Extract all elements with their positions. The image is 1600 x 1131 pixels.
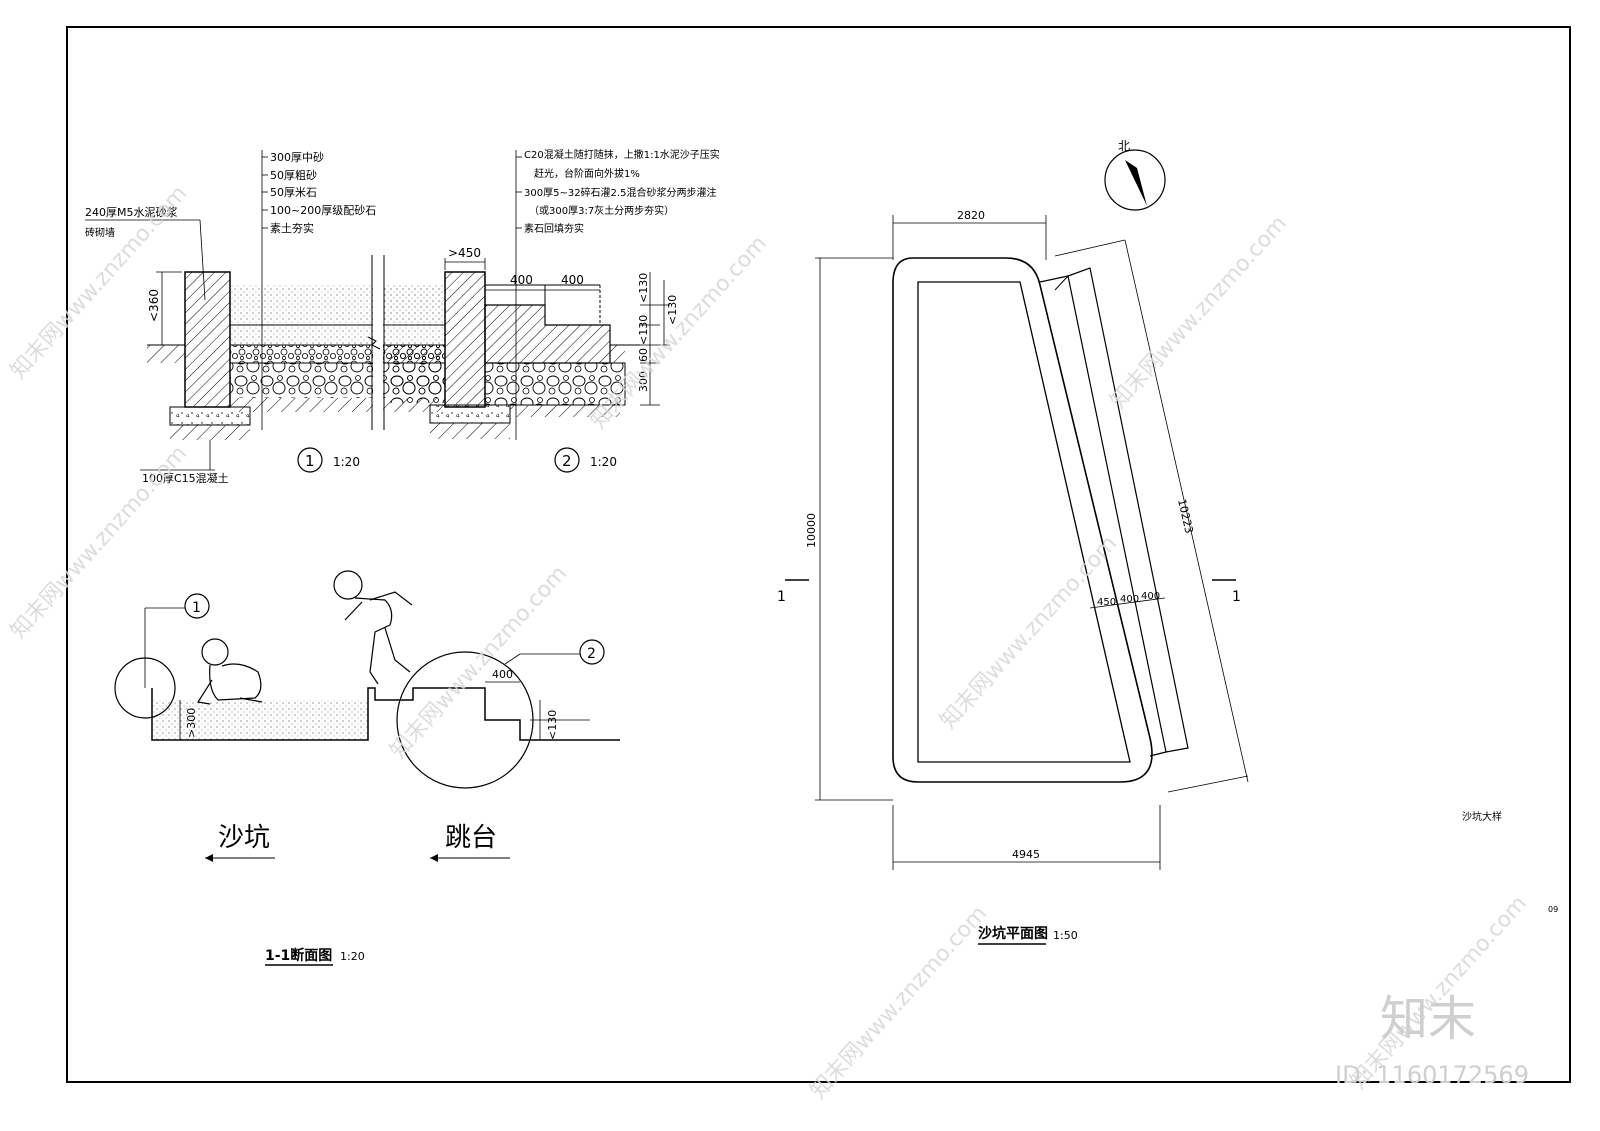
sheet-page-number: 09: [1548, 905, 1558, 914]
watermark-text-4: 知末网www.znzmo.com: [6, 441, 192, 644]
watermark-text-3: 知末网www.znzmo.com: [1106, 211, 1292, 414]
detail1-layer-1: 300厚中砂: [270, 151, 324, 164]
detail2-scale: 1:20: [590, 455, 617, 469]
plan-dim-left: 10000: [805, 513, 818, 548]
north-arrow-icon: [1125, 160, 1147, 206]
plan-dim-step-3: 400: [1141, 591, 1160, 602]
detail1-marker-number: 1: [305, 452, 315, 470]
plan-dim-top: 2820: [957, 209, 985, 222]
detail1-layer-3: 50厚米石: [270, 186, 317, 199]
plan-dim-step-2: 400: [1120, 594, 1139, 605]
brick-wall: [184, 271, 231, 408]
plan-step-strip-2: [1067, 267, 1189, 753]
child-jumping-figure: [333, 570, 413, 685]
plan-step-strip-1: [1039, 275, 1167, 757]
detail1-wall-label-1: 240厚M5水泥砂浆: [85, 205, 178, 219]
brick-wall-right: [444, 271, 486, 408]
step-gravel: [484, 362, 626, 406]
detail2-marker: [554, 447, 580, 473]
detail1-wall-label-2: 砖砌墙: [85, 226, 115, 239]
watermark-text-2: 知末网www.znzmo.com: [586, 231, 772, 434]
section-dim-depth: >300: [185, 708, 198, 738]
detail1-marker: [297, 447, 323, 473]
detail2-dim-b: 400: [561, 273, 584, 287]
plan-cut-right: 1: [1232, 589, 1241, 605]
detail-2: C20混凝土随打随抹，上撒1:1水泥沙子压实 赶光，台阶面向外拔1% 300厚5…: [390, 148, 720, 473]
section-marker-2-number: 2: [587, 646, 596, 662]
detail2-dim-v4: 60: [637, 348, 650, 362]
detail1-scale: 1:20: [333, 455, 360, 469]
section-marker-2: [579, 639, 605, 665]
step-concrete: [484, 304, 611, 364]
plan-outer-outline: [892, 257, 1153, 783]
watermark-text-6: 知末网www.znzmo.com: [936, 531, 1122, 734]
section-dim-rise: <130: [546, 710, 559, 740]
detail1-base-label: 100厚C15混凝土: [142, 471, 229, 485]
detail2-note-3: 300厚5~32碎石灌2.5混合砂浆分两步灌注: [524, 186, 716, 199]
detail2-note-2: 赶光，台阶面向外拔1%: [534, 167, 640, 180]
plan-title: 沙坑平面图: [978, 925, 1048, 942]
north-arrow-circle: [1104, 149, 1166, 211]
detail1-layer-2: 50厚粗砂: [270, 169, 317, 182]
detail2-dim-v2: <130: [666, 295, 679, 325]
plan-dim-bottom: 4945: [1012, 848, 1040, 861]
child-crawling-figure: [197, 638, 263, 705]
detail1-layer-5: 素土夯实: [270, 221, 314, 235]
detail1-layer-4: 100~200厚级配砂石: [270, 204, 376, 217]
detail2-dim-v1: <130: [637, 273, 650, 303]
plan-dim-step-1: 450: [1097, 597, 1116, 608]
section-label-pit: 沙坑: [218, 823, 270, 853]
section-dim-step: 400: [492, 668, 513, 681]
plan-dim-right: 10223: [1175, 498, 1196, 535]
watermark-text-5: 知末网www.znzmo.com: [386, 561, 572, 764]
section-1-1: 1 2 >300 400 <130 沙坑: [114, 570, 620, 966]
detail2-note-1: C20混凝土随打随抹，上撒1:1水泥沙子压实: [524, 148, 720, 161]
watermark-id: ID: 1160172569: [1335, 1061, 1529, 1089]
detail2-dim-a: 400: [510, 273, 533, 287]
detail2-marker-number: 2: [562, 452, 572, 470]
section-marker-1: [184, 593, 210, 619]
section-title: 1-1断面图: [265, 947, 332, 964]
watermark-logo: 知末: [1380, 991, 1476, 1047]
sheet-frame: [66, 26, 1571, 1083]
sandpit-plan: 北 2820 10000 10223 4945 450 400 400 1: [777, 139, 1249, 945]
plan-inner-outline: [917, 281, 1131, 763]
section-label-platform: 跳台: [445, 823, 497, 853]
plan-cut-left: 1: [777, 589, 786, 605]
plan-scale: 1:50: [1053, 929, 1078, 942]
sheet-note: 沙坑大样: [1462, 810, 1502, 823]
detail2-note-5: 素石回填夯实: [524, 222, 584, 235]
detail2-note-4: （或300厚3:7灰土分两步夯实）: [529, 204, 674, 217]
detail2-dim-top: >450: [448, 246, 481, 260]
section-marker-1-number: 1: [192, 600, 201, 616]
section-scale: 1:20: [340, 950, 365, 963]
detail1-dim-height: <360: [147, 289, 161, 322]
detail2-dim-v5: 300: [637, 371, 650, 392]
detail2-dim-v3: <130: [637, 315, 650, 345]
north-label: 北: [1118, 139, 1130, 153]
watermark-text-7: 知末网www.znzmo.com: [806, 901, 992, 1104]
